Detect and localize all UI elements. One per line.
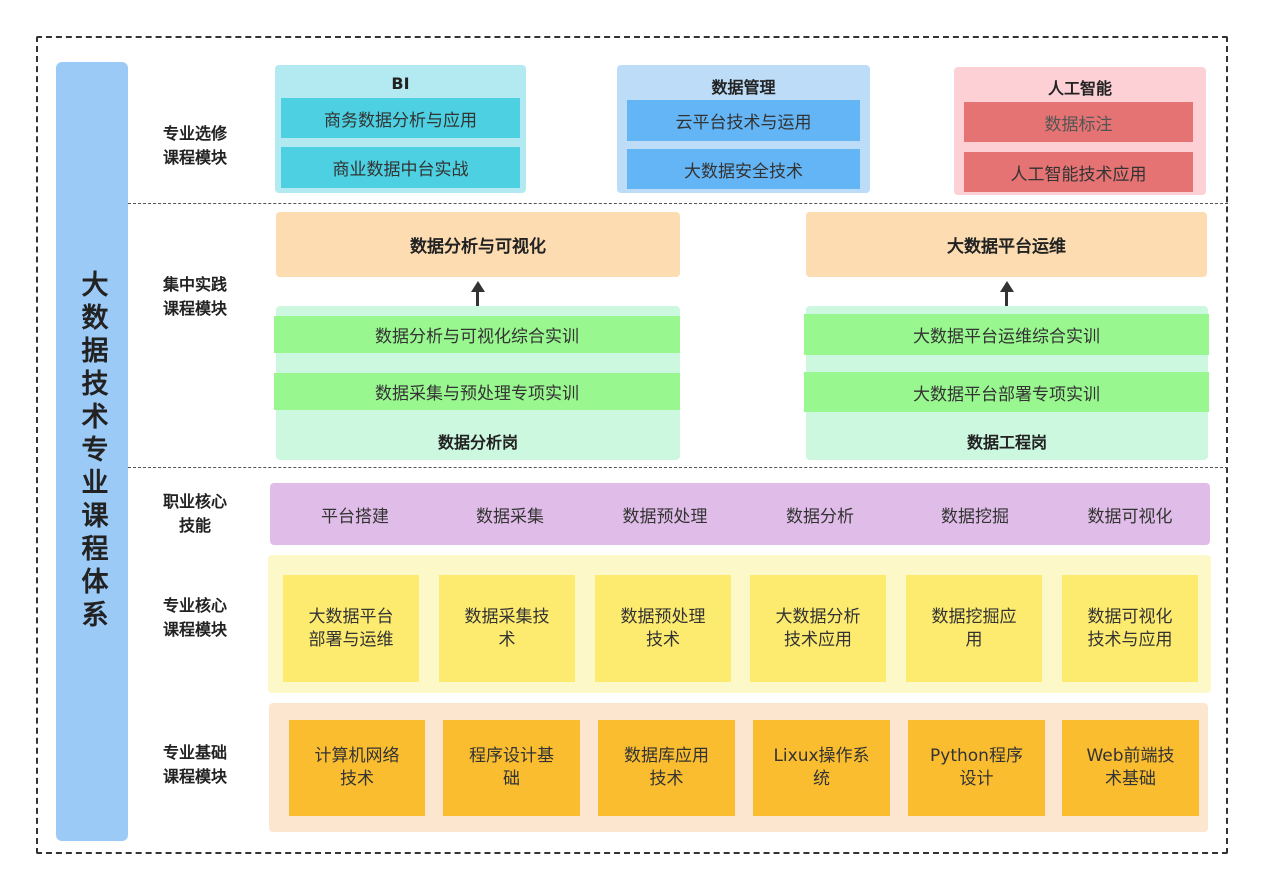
elective-card-title: BI xyxy=(391,74,410,93)
course-line: 程序设计基 xyxy=(469,746,554,766)
skills-bar: 平台搭建 数据采集 数据预处理 数据分析 数据挖掘 数据可视化 xyxy=(270,483,1210,545)
course-line: 用 xyxy=(965,629,983,650)
elective-card-data-management: 数据管理 云平台技术与运用 大数据安全技术 xyxy=(617,65,870,193)
arrow-shaft-left xyxy=(476,292,479,306)
practice-target-right: 大数据平台运维 xyxy=(806,212,1207,277)
core-course: 数据可视化技术与应用 xyxy=(1062,575,1198,682)
skill-item: 数据预处理 xyxy=(622,506,708,527)
course-line: 设计 xyxy=(959,769,994,789)
system-title-bar: 大数据技术专业课程体系 xyxy=(56,62,128,841)
row-label-practice: 集中实践 课程模块 xyxy=(140,273,250,321)
course-line: 数据预处理 xyxy=(620,606,706,627)
row-label-line: 课程模块 xyxy=(162,299,227,318)
course-line: 大数据分析 xyxy=(775,606,861,627)
row-label-line: 技能 xyxy=(178,516,211,535)
course-line: Python程序 xyxy=(930,746,1023,766)
course-line: 数据采集技 xyxy=(464,606,550,627)
elective-item: 云平台技术与运用 xyxy=(627,100,860,141)
course-line: 术基础 xyxy=(1105,769,1156,789)
course-line: 计算机网络 xyxy=(314,746,400,766)
course-line: 技术 xyxy=(646,629,680,650)
arrow-up-icon xyxy=(470,281,485,292)
basic-course: Python程序设计 xyxy=(908,720,1045,816)
course-line: 础 xyxy=(503,769,520,789)
core-course: 数据挖掘应用 xyxy=(906,575,1042,682)
practice-item: 大数据平台运维综合实训 xyxy=(804,314,1209,355)
basic-course: 数据库应用技术 xyxy=(598,720,735,816)
elective-card-bi: BI 商务数据分析与应用 商业数据中台实战 xyxy=(275,65,526,193)
core-course: 大数据平台部署与运维 xyxy=(283,575,419,682)
basic-course: Lixux操作系统 xyxy=(753,720,890,816)
divider-elective-practice xyxy=(128,203,1228,204)
basic-course: Web前端技术基础 xyxy=(1062,720,1199,816)
core-course: 大数据分析技术应用 xyxy=(750,575,886,682)
course-line: 统 xyxy=(813,769,830,789)
course-line: Web前端技 xyxy=(1086,746,1175,766)
elective-item: 商业数据中台实战 xyxy=(281,147,520,188)
practice-item: 数据采集与预处理专项实训 xyxy=(274,373,680,410)
course-line: 数据可视化 xyxy=(1087,606,1173,627)
outer-frame xyxy=(36,36,1228,854)
practice-group-right: 大数据平台运维综合实训 大数据平台部署专项实训 数据工程岗 xyxy=(804,306,1209,460)
row-label-line: 课程模块 xyxy=(162,620,227,639)
skill-item: 数据可视化 xyxy=(1087,506,1173,527)
course-line: 数据库应用 xyxy=(624,746,709,766)
row-label-line: 课程模块 xyxy=(162,767,227,786)
practice-item: 大数据平台部署专项实训 xyxy=(804,372,1209,412)
row-label-skills: 职业核心 技能 xyxy=(140,490,250,538)
practice-post: 数据工程岗 xyxy=(966,433,1047,452)
course-line: 技术 xyxy=(649,769,684,789)
skill-item: 数据挖掘 xyxy=(941,506,1009,527)
system-title: 大数据技术专业课程体系 xyxy=(76,270,108,633)
arrow-up-icon xyxy=(999,281,1014,292)
course-line: 部署与运维 xyxy=(308,629,394,650)
practice-item: 数据分析与可视化综合实训 xyxy=(274,316,680,353)
course-line: 术 xyxy=(498,629,516,650)
row-label-line: 集中实践 xyxy=(162,275,227,294)
basic-courses-panel: 计算机网络技术 程序设计基础 数据库应用技术 Lixux操作系统 Python程… xyxy=(269,703,1208,832)
course-line: Lixux操作系 xyxy=(773,746,870,766)
practice-target-left: 数据分析与可视化 xyxy=(276,212,680,277)
skill-item: 数据分析 xyxy=(786,506,854,527)
row-label-line: 专业选修 xyxy=(162,124,227,143)
row-label-elective: 专业选修 课程模块 xyxy=(140,122,250,170)
basic-course: 程序设计基础 xyxy=(443,720,580,816)
elective-item: 数据标注 xyxy=(964,102,1193,142)
row-label-line: 专业核心 xyxy=(162,596,227,615)
course-line: 技术与应用 xyxy=(1087,629,1173,650)
row-label-line: 课程模块 xyxy=(162,148,227,167)
row-label-core: 专业核心 课程模块 xyxy=(140,594,250,642)
course-line: 大数据平台 xyxy=(308,606,394,627)
elective-item: 人工智能技术应用 xyxy=(964,152,1193,192)
skill-item: 数据采集 xyxy=(476,506,544,527)
elective-item: 大数据安全技术 xyxy=(627,149,860,189)
row-label-line: 职业核心 xyxy=(162,492,227,511)
practice-group-left: 数据分析与可视化综合实训 数据采集与预处理专项实训 数据分析岗 xyxy=(274,306,680,460)
basic-course: 计算机网络技术 xyxy=(289,720,425,816)
divider-practice-core xyxy=(128,467,1228,468)
elective-card-title: 人工智能 xyxy=(1047,79,1112,98)
skill-item: 平台搭建 xyxy=(321,506,389,527)
core-course: 数据采集技术 xyxy=(439,575,575,682)
elective-card-ai: 人工智能 数据标注 人工智能技术应用 xyxy=(954,67,1206,195)
core-courses-panel: 大数据平台部署与运维 数据采集技术 数据预处理技术 大数据分析技术应用 数据挖掘… xyxy=(268,555,1211,693)
course-line: 技术应用 xyxy=(784,629,852,650)
row-label-line: 专业基础 xyxy=(162,743,227,762)
core-course: 数据预处理技术 xyxy=(595,575,731,682)
course-line: 技术 xyxy=(340,769,374,789)
elective-item: 商务数据分析与应用 xyxy=(281,98,520,138)
row-label-basic: 专业基础 课程模块 xyxy=(140,741,250,789)
arrow-shaft-right xyxy=(1005,292,1008,306)
practice-post: 数据分析岗 xyxy=(437,433,518,452)
course-line: 数据挖掘应 xyxy=(931,606,1017,627)
elective-card-title: 数据管理 xyxy=(711,78,776,97)
